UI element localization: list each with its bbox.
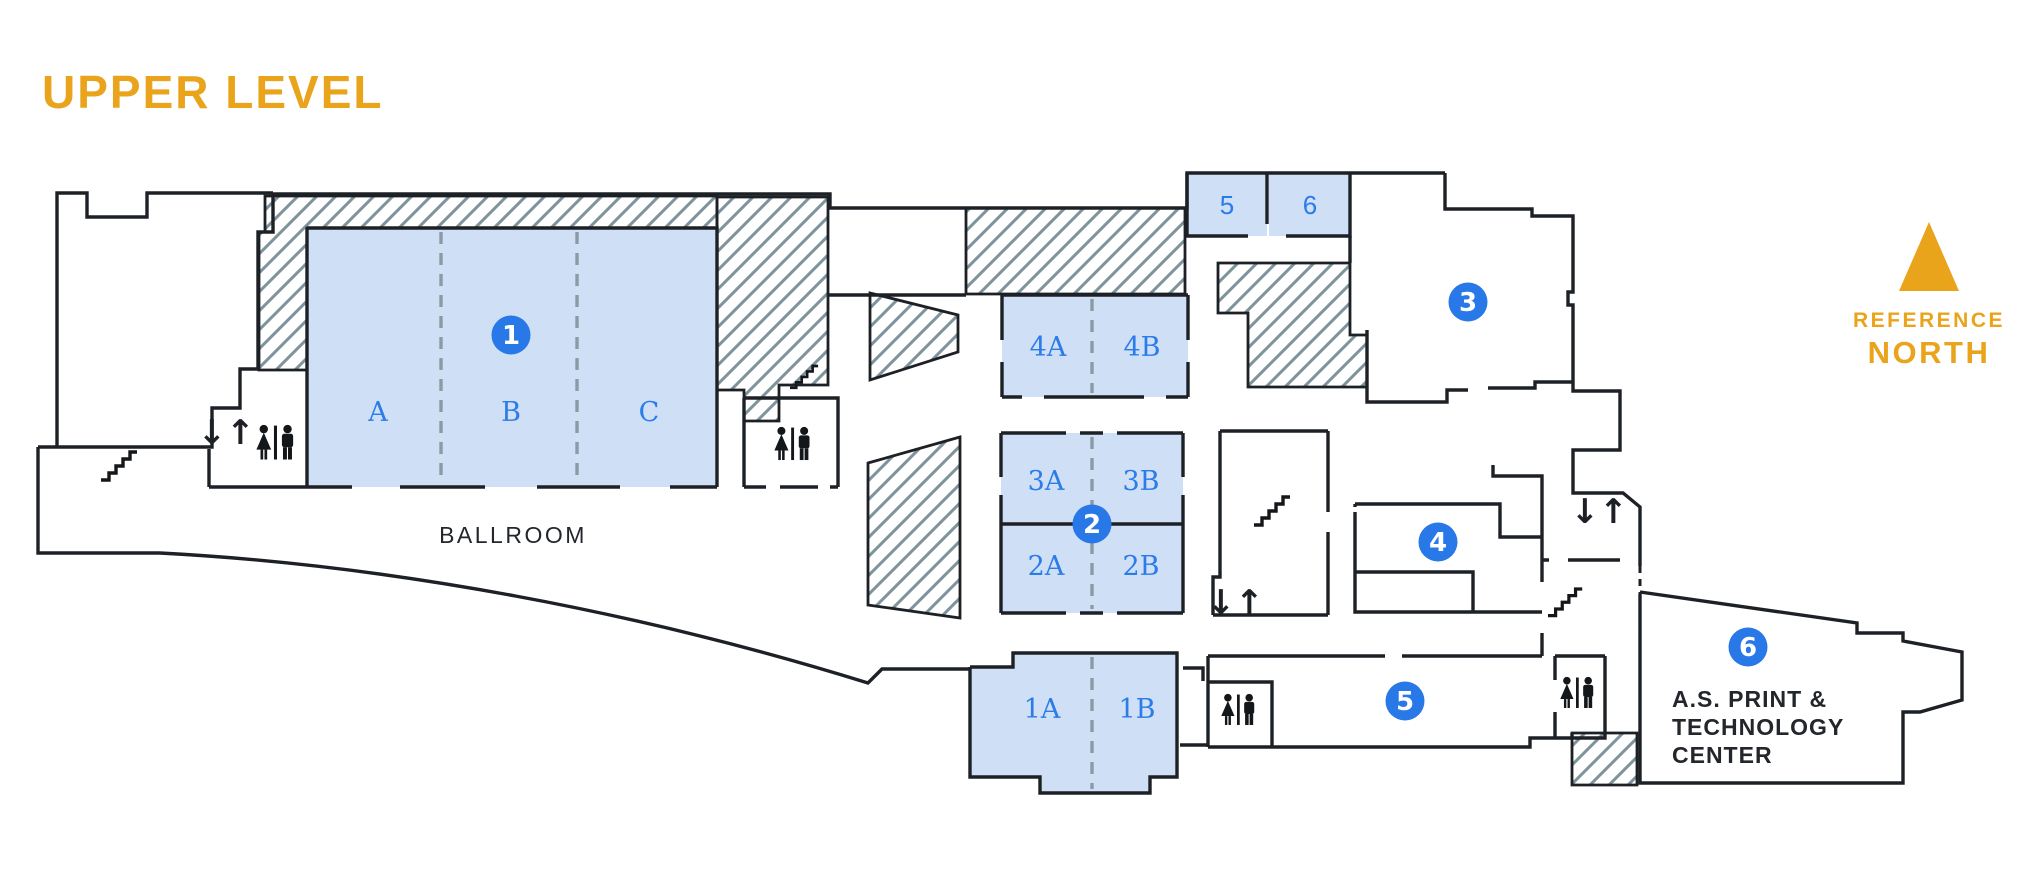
print-center-line3: CENTER [1672,742,1773,768]
marker-3-label: 3 [1459,288,1477,318]
room-4b-label: 4B [1123,332,1160,363]
hatch-zone-mid-lower [866,435,962,620]
room-6 [1269,173,1350,236]
ballroom-section-c-label: C [639,397,660,428]
ballroom-section-b-label: B [501,397,521,428]
marker-2-label: 2 [1083,510,1101,540]
elevator-icon: ↓↑ [1571,492,1628,532]
compass-label-north: NORTH [1868,335,1991,370]
room-2b-label: 2B [1122,551,1159,582]
north-arrow-icon [1899,222,1959,291]
marker-1: 1 [491,315,531,355]
walls [36,171,1964,795]
room-5 [1187,173,1267,236]
ballroom-section-a-label: A [367,397,388,428]
marker-5-label: 5 [1396,687,1414,717]
room-3b-label: 3B [1122,466,1159,497]
room-4a-4b [1002,295,1188,397]
room-4a-label: 4A [1030,332,1067,363]
marker-4-label: 4 [1429,528,1447,558]
hatch-zone-bottom-right [1570,731,1639,787]
print-center-line1: A.S. PRINT & [1672,686,1827,712]
elevator-icon: ↓↑ [1207,583,1264,623]
marker-4: 4 [1418,522,1458,562]
room-2a-label: 2A [1028,551,1065,582]
compass-label-reference: REFERENCE [1853,309,2005,332]
marker-5: 5 [1385,681,1425,721]
room-1a-label: 1A [1024,694,1061,725]
room-1b-label: 1B [1118,694,1155,725]
room-5-label: 5 [1220,190,1234,220]
room-ballroom [307,228,717,487]
room-1a-1b [970,653,1177,793]
hatch-zone-mid-upper [868,291,960,382]
elevator-icon: ↓↑ [198,413,255,453]
marker-2: 2 [1072,504,1112,544]
compass: REFERENCE NORTH [1853,222,2005,370]
hatch-zone-ballroom-right [715,195,830,423]
print-center-label: A.S. PRINT & TECHNOLOGY CENTER [1672,686,1844,768]
marker-3: 3 [1448,282,1488,322]
ballroom-label: BALLROOM [439,522,587,548]
marker-1-label: 1 [502,321,520,351]
hatch-zone-above-4ab [964,206,1187,296]
room-6-label: 6 [1303,190,1317,220]
room-3a-label: 3A [1028,466,1065,497]
print-center-line2: TECHNOLOGY [1672,714,1844,740]
marker-6: 6 [1728,627,1768,667]
marker-6-label: 6 [1739,633,1757,663]
page-title: UPPER LEVEL [42,66,384,118]
